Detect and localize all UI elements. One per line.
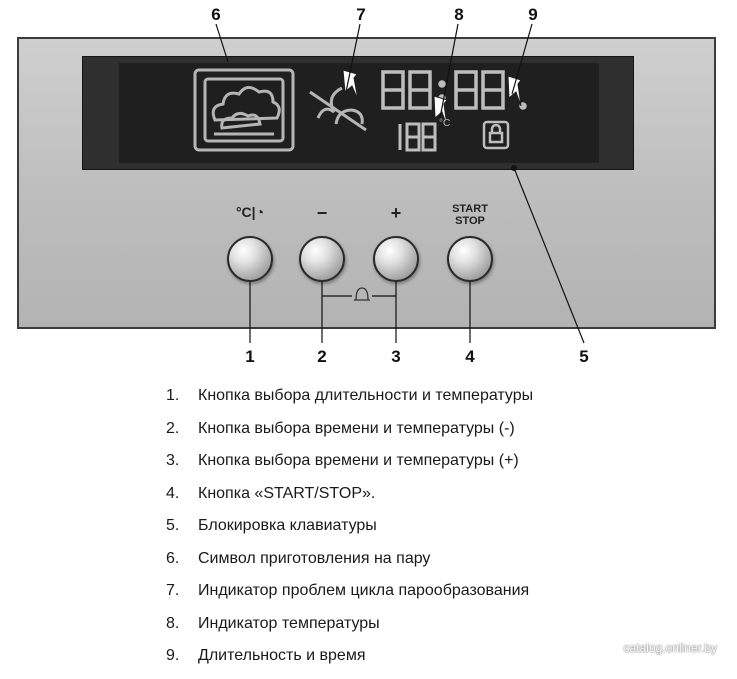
duration-temperature-button[interactable] [227, 236, 273, 282]
callout-5: 5 [579, 347, 589, 366]
legend-item: 5. Блокировка клавиатуры [166, 516, 533, 549]
callout-3: 3 [391, 347, 401, 366]
legend-item: 2. Кнопка выбора времени и температуры (-… [166, 419, 533, 452]
legend-number: 4. [166, 484, 180, 502]
watermark: catalog.onliner.by [623, 641, 717, 655]
button-3-label: + [390, 203, 402, 223]
legend-item: 6. Символ приготовления на пару [166, 549, 533, 582]
legend-item: 7. Индикатор проблем цикла парообразовани… [166, 581, 533, 614]
callout-8: 8 [454, 5, 464, 24]
legend-item: 1. Кнопка выбора длительности и температу… [166, 386, 533, 419]
legend-number: 9. [166, 647, 180, 664]
legend-text: Индикатор проблем цикла парообразования [198, 582, 530, 599]
callout-7: 7 [356, 5, 366, 24]
callout-6: 6 [211, 5, 221, 24]
legend-text: Кнопка «START/STOP». [198, 484, 376, 502]
legend-text: Индикатор температуры [198, 614, 380, 632]
legend-text: Кнопка выбора времени и температуры (+) [198, 452, 519, 469]
plus-button[interactable] [373, 236, 419, 282]
legend-item: 3. Кнопка выбора времени и температуры (+… [166, 451, 533, 484]
minus-button[interactable] [299, 236, 345, 282]
callout-1: 1 [245, 347, 255, 366]
temperature-unit: °C [439, 118, 451, 129]
button-4-label-start: START [452, 203, 488, 215]
button-2-label: − [316, 203, 328, 223]
legend-number: 7. [166, 582, 180, 599]
display-screen [119, 63, 599, 163]
callout-2: 2 [317, 347, 327, 366]
legend-text: Кнопка выбора длительности и температуры [198, 387, 534, 404]
button-4-label-stop: STOP [455, 215, 485, 227]
legend-number: 6. [166, 549, 180, 567]
button-4-label: START STOP [440, 203, 500, 227]
legend-item: 4. Кнопка «START/STOP». [166, 484, 533, 517]
legend-number: 3. [166, 452, 180, 469]
display-window [82, 56, 634, 170]
legend-item: 8. Индикатор температуры [166, 614, 533, 647]
legend-text: Блокировка клавиатуры [198, 517, 377, 534]
legend-list: 1. Кнопка выбора длительности и температу… [166, 386, 533, 679]
legend-text: Символ приготовления на пару [198, 549, 431, 567]
legend-number: 1. [166, 387, 180, 404]
start-stop-button[interactable] [447, 236, 493, 282]
legend-text: Кнопка выбора времени и температуры (-) [198, 419, 515, 437]
legend-number: 5. [166, 517, 180, 534]
legend-text: Длительность и время [198, 647, 366, 664]
legend-number: 2. [166, 419, 180, 437]
callout-9: 9 [528, 5, 538, 24]
legend-number: 8. [166, 614, 180, 632]
button-1-label: °C|◔ [235, 204, 265, 220]
callout-4: 4 [465, 347, 475, 366]
legend-item: 9. Длительность и время [166, 646, 533, 679]
